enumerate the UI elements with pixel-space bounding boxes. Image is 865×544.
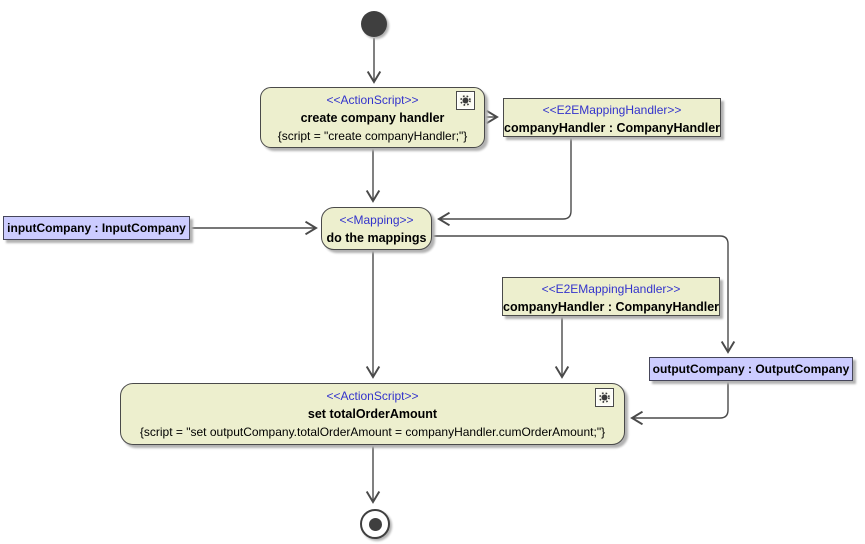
gear-icon	[595, 388, 614, 407]
activity-final-node[interactable]	[360, 509, 390, 539]
object-name: companyHandler : CompanyHandler	[503, 300, 720, 314]
edge-mappings-to-outputcompany[interactable]	[433, 235, 736, 354]
gear-icon	[456, 91, 475, 110]
action-name: do the mappings	[326, 231, 427, 245]
object-node-inputcompany[interactable]: inputCompany : InputCompany	[3, 216, 190, 240]
action-node-create-company-handler[interactable]: <<ActionScript>> create company handler …	[260, 87, 485, 148]
final-node-inner-dot	[368, 517, 382, 531]
action-node-set-totalorderamount[interactable]: <<ActionScript>> set totalOrderAmount {s…	[120, 383, 625, 445]
object-name: companyHandler : CompanyHandler	[504, 121, 721, 135]
initial-node[interactable]	[361, 11, 387, 37]
stereotype-label: <<E2EMappingHandler>>	[542, 103, 682, 117]
object-node-companyhandler-bottom[interactable]: <<E2EMappingHandler>> companyHandler : C…	[502, 277, 720, 316]
edge-companyhandler-top-to-mappings[interactable]	[437, 138, 572, 227]
stereotype-label: <<ActionScript>>	[326, 389, 419, 403]
object-node-companyhandler-top[interactable]: <<E2EMappingHandler>> companyHandler : C…	[503, 98, 721, 137]
action-node-do-the-mappings[interactable]: <<Mapping>> do the mappings	[321, 207, 432, 250]
action-name: create company handler	[300, 111, 445, 125]
object-name: inputCompany : InputCompany	[7, 221, 186, 235]
stereotype-label: <<Mapping>>	[339, 213, 414, 227]
action-script-text: {script = "set outputCompany.totalOrderA…	[139, 425, 606, 439]
action-script-text: {script = "create companyHandler;"}	[277, 129, 468, 143]
action-name: set totalOrderAmount	[307, 407, 438, 421]
edge-outputcompany-to-settotal[interactable]	[630, 382, 729, 426]
object-name: outputCompany : OutputCompany	[652, 362, 850, 376]
object-node-outputcompany[interactable]: outputCompany : OutputCompany	[649, 357, 853, 381]
stereotype-label: <<E2EMappingHandler>>	[541, 282, 681, 296]
stereotype-label: <<ActionScript>>	[326, 93, 419, 107]
